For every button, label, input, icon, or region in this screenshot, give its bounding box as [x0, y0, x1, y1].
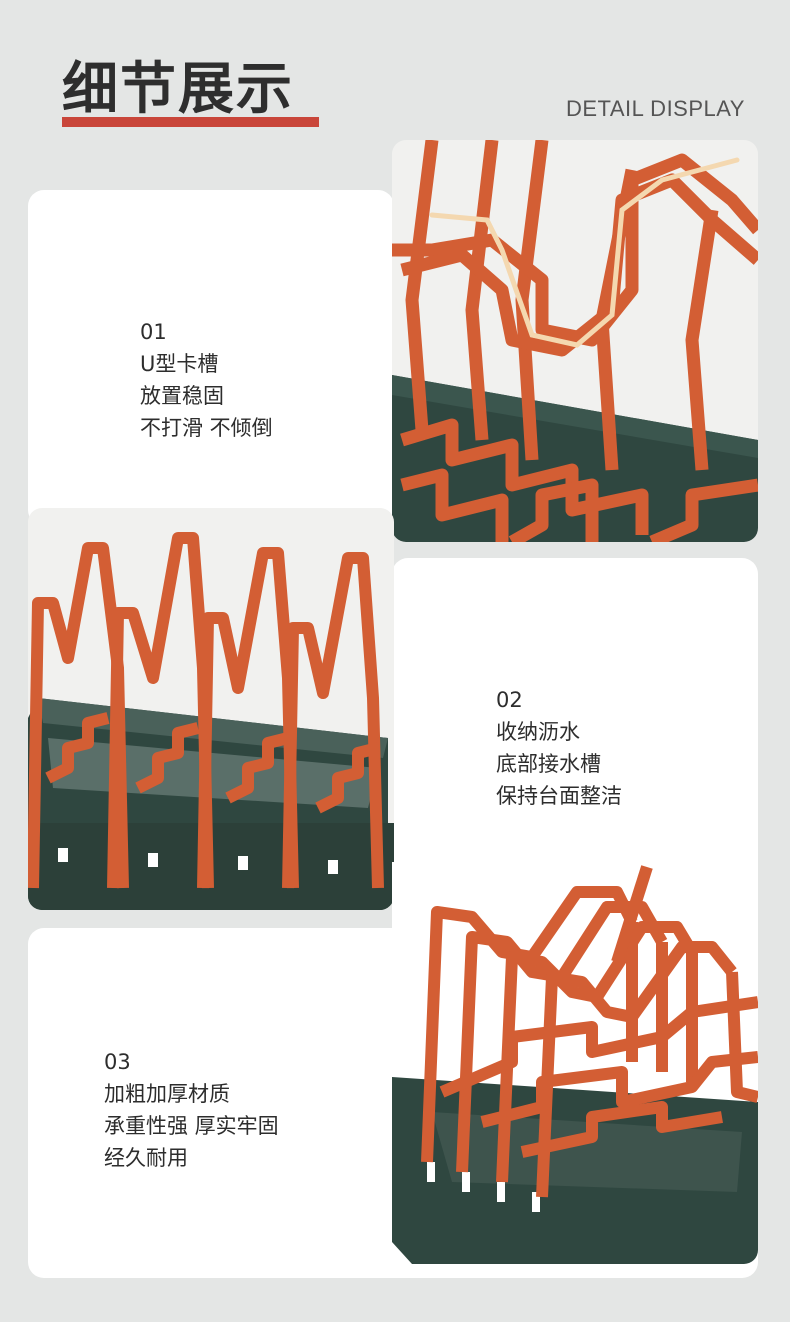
detail-photo-u-slot — [392, 140, 758, 542]
feature-line: 保持台面整洁 — [496, 784, 622, 808]
feature-text-2: 02 收纳沥水 底部接水槽 保持台面整洁 — [496, 684, 622, 812]
feature-line: 不打滑 不倾倒 — [140, 416, 273, 440]
feature-line: U型卡槽 — [140, 352, 219, 376]
feature-line: 加粗加厚材质 — [104, 1082, 230, 1106]
page-subtitle: DETAIL DISPLAY — [566, 96, 745, 121]
page-title: 细节展示 — [62, 57, 294, 122]
feature-line: 放置稳固 — [140, 384, 224, 408]
feature-line: 收纳沥水 — [496, 720, 580, 744]
feature-text-1: 01 U型卡槽 放置稳固 不打滑 不倾倒 — [140, 316, 273, 444]
feature-line: 底部接水槽 — [496, 752, 601, 776]
feature-line: 经久耐用 — [104, 1146, 188, 1170]
feature-number: 01 — [140, 320, 167, 344]
detail-photo-drain-tray — [28, 508, 394, 910]
feature-line: 承重性强 厚实牢固 — [104, 1114, 279, 1138]
feature-card-1 — [28, 190, 394, 526]
feature-number: 03 — [104, 1050, 131, 1074]
feature-text-3: 03 加粗加厚材质 承重性强 厚实牢固 经久耐用 — [104, 1046, 279, 1174]
detail-photo-thick-material — [392, 862, 758, 1264]
feature-number: 02 — [496, 688, 523, 712]
feature-card-2 — [392, 558, 758, 900]
title-underline — [62, 117, 319, 127]
